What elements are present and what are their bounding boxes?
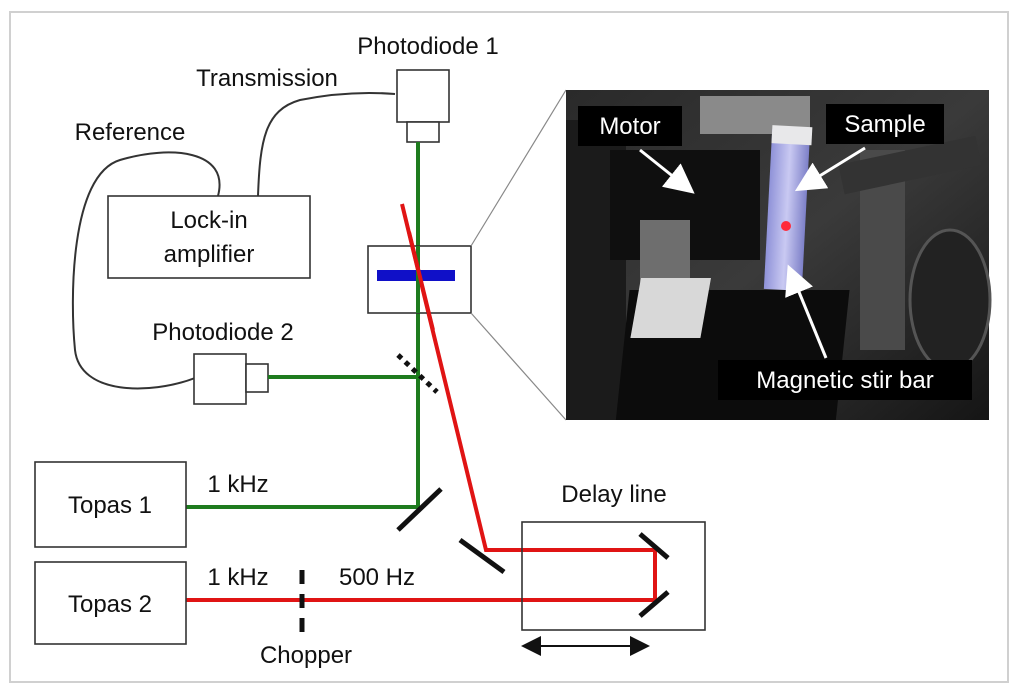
topas2-box [34, 561, 187, 645]
photo-sample-tag [826, 104, 944, 144]
lockin-box [107, 195, 311, 279]
transmission-label: Transmission [196, 65, 338, 92]
photo-motor-label: Motor [599, 113, 660, 140]
chopped-freq-label: 500 Hz [339, 564, 415, 591]
photodiode2-window [245, 363, 269, 393]
reference-cable [71, 151, 221, 390]
topas1-label: Topas 1 [68, 492, 152, 519]
photodiode2-label: Photodiode 2 [152, 319, 293, 346]
delay-mirror-bottom [638, 590, 670, 618]
photo-stirbar-arrow [785, 264, 828, 359]
chopper-label: Chopper [260, 642, 352, 669]
photo-white-block [630, 278, 711, 338]
photo-sample-arrow [794, 146, 866, 192]
topas2-freq-label: 1 kHz [207, 564, 268, 591]
photo-motor-arrow [639, 148, 695, 194]
figure-frame [9, 11, 1009, 683]
lockin-label-2: amplifier [164, 241, 255, 268]
photo-cuvette-cap [771, 125, 813, 146]
topas1-freq-label: 1 kHz [207, 471, 268, 498]
transmission-cable [257, 91, 396, 197]
mirror-green [396, 487, 443, 532]
reference-label: Reference [75, 119, 186, 146]
topas2-label: Topas 2 [68, 591, 152, 618]
photodiode1-body [396, 69, 450, 123]
photodiode1-label: Photodiode 1 [357, 33, 498, 60]
delay-line-box [521, 521, 706, 631]
sample-photo: Motor Sample Magnetic stir bar [566, 90, 992, 420]
photo-motor-tag [578, 106, 682, 146]
zoom-line-top [470, 89, 567, 247]
delay-line-label: Delay line [561, 481, 666, 508]
lockin-label-1: Lock-in [170, 207, 247, 234]
mirror-red [458, 537, 506, 575]
red-beam-through-sample [407, 231, 435, 331]
photo-lens-right [908, 228, 992, 372]
photodiode1-window [406, 121, 440, 143]
photodiode2-body [193, 353, 247, 405]
photo-stirbar-tag [718, 360, 972, 400]
delay-mirror-top [638, 532, 670, 560]
photo-sample-label: Sample [844, 111, 925, 138]
zoom-line-bottom [470, 312, 567, 421]
photo-stirbar-label: Magnetic stir bar [756, 367, 933, 394]
photo-arm [838, 135, 982, 195]
photo-laser-spot [781, 221, 791, 231]
topas1-box [34, 461, 187, 548]
beam-splitter [396, 353, 439, 394]
